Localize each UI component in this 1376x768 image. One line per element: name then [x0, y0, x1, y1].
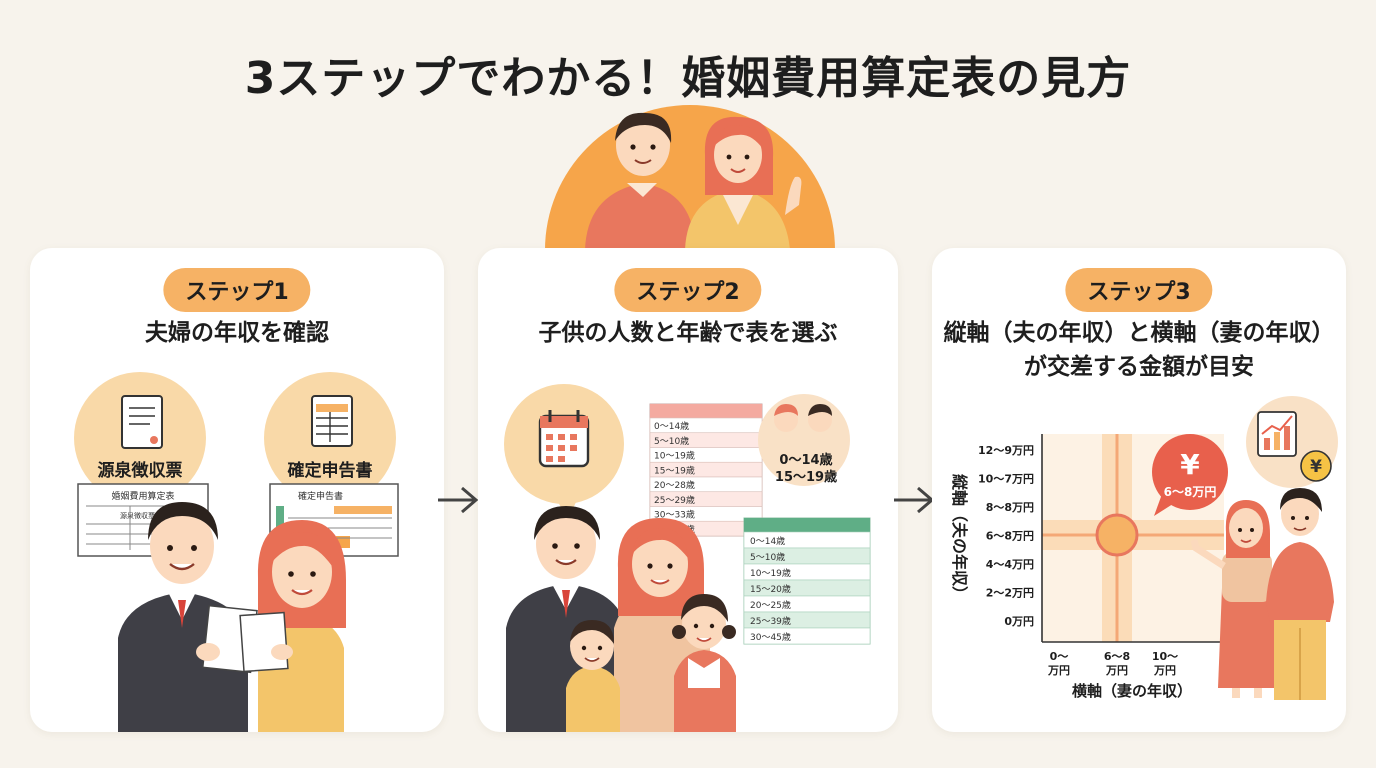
step3-badge: ステップ3 [1065, 268, 1213, 312]
age-range-label: 0〜14歳 [654, 420, 689, 432]
age-range-label: 10〜19歳 [654, 450, 695, 462]
y-tick-label: 10〜7万円 [978, 473, 1034, 486]
age-range-label: 20〜28歳 [654, 479, 695, 491]
x-tick-label: 0〜 [1050, 650, 1069, 663]
x-tick-unit: 万円 [1105, 664, 1128, 677]
x-axis-label: 横軸（妻の年収） [1072, 682, 1192, 700]
age-range-label: 5〜10歳 [654, 435, 689, 447]
age-range-label: 25〜39歳 [750, 615, 791, 627]
y-axis-label: 縦軸（夫の年収） [950, 474, 969, 602]
man-standing-illustration [1266, 488, 1334, 700]
step2-illustration: 0〜14歳 5〜10歳 10〜19歳 15〜19歳 20〜28歳 25〜29歳 30〜33歳… [504, 384, 871, 732]
form2-title: 確定申告書 [298, 490, 343, 502]
doc2-label: 確定申告書 [288, 460, 373, 481]
y-tick-label: 8〜8万円 [986, 501, 1034, 514]
arrow-right-icon [894, 486, 935, 514]
spreadsheet-icon [311, 395, 353, 447]
calendar-icon [538, 410, 590, 468]
y-axis-ticks: 12〜9万円 10〜7万円 8〜8万円 6〜8万円 4〜4万円 2〜2万円 0万円 [978, 444, 1034, 628]
step3-heading-line1: 縦軸（夫の年収）と横軸（妻の年収） [943, 320, 1335, 346]
age-table-2-rows: 0〜14歳 5〜10歳 10〜19歳 15〜20歳 20〜25歳 25〜39歳 30〜45歳 [743, 531, 871, 645]
intersection-marker [1095, 513, 1139, 557]
kids-age-line1: 0〜14歳 [779, 452, 832, 468]
doc1-label: 源泉徴収票 [98, 460, 183, 481]
age-range-label: 25〜29歳 [654, 494, 695, 506]
bubble-amount: 6〜8万円 [1164, 485, 1217, 499]
age-range-label: 15〜19歳 [654, 464, 695, 476]
age-range-label: 20〜25歳 [750, 599, 791, 611]
x-tick-label: 10〜 [1152, 650, 1178, 663]
age-range-label: 10〜19歳 [750, 567, 791, 579]
step1-heading: 夫婦の年収を確認 [145, 320, 329, 346]
y-tick-label: 0万円 [1004, 615, 1034, 628]
step1-illustration: 源泉徴収票 確定申告書 婚姻費用算定表 源泉徴収票 確定申告書 [74, 372, 399, 732]
age-range-label: 30〜33歳 [654, 509, 695, 521]
y-tick-label: 12〜9万円 [978, 444, 1034, 457]
step3-heading-line2: が交差する金額が目安 [1024, 354, 1254, 380]
step2-badge: ステップ2 [614, 268, 762, 312]
form1-row: 源泉徴収票 [120, 511, 155, 520]
hero-couple-illustration [545, 105, 835, 250]
growth-chart-icon [1257, 411, 1297, 457]
age-range-label: 0〜14歳 [750, 535, 785, 547]
kids-age-line2: 15〜19歳 [775, 469, 837, 485]
age-range-label: 15〜20歳 [750, 583, 791, 595]
daughter-illustration [672, 594, 736, 732]
table-row [743, 627, 871, 645]
y-tick-label: 6〜8万円 [986, 530, 1034, 543]
step1-card: ステップ1 夫婦の年収を確認 源泉徴収票 確定申告書 婚姻費用算定表 [30, 248, 444, 732]
x-tick-unit: 万円 [1047, 664, 1070, 677]
x-tick-label: 6〜8 [1104, 650, 1130, 663]
x-tick-unit: 万円 [1153, 664, 1176, 677]
son-illustration [566, 620, 620, 732]
children-icon [774, 404, 832, 432]
step1-badge: ステップ1 [163, 268, 311, 312]
y-tick-label: 4〜4万円 [986, 558, 1034, 571]
page-title: 3ステップでわかる！婚姻費用算定表の見方 [244, 53, 1132, 104]
arrow-right-icon [438, 486, 479, 514]
yen-symbol: ¥ [1180, 448, 1200, 481]
amount-bubble: ¥ 6〜8万円 [1152, 434, 1228, 516]
step2-heading: 子供の人数と年齢で表を選ぶ [538, 320, 838, 346]
step3-card: ステップ3 縦軸（夫の年収）と横軸（妻の年収） が交差する金額が目安 12〜9万… [932, 248, 1346, 732]
woman-illustration [239, 520, 346, 732]
age-range-label: 30〜45歳 [750, 631, 791, 643]
step2-card: ステップ2 子供の人数と年齢で表を選ぶ 0〜14歳 5〜10歳 10〜19歳 15〜1… [478, 248, 898, 732]
age-range-label: 5〜10歳 [750, 551, 785, 563]
step3-heading: 縦軸（夫の年収）と横軸（妻の年収） が交差する金額が目安 [932, 316, 1346, 384]
woman-pointing-illustration [1190, 500, 1278, 698]
y-tick-label: 2〜2万円 [986, 587, 1034, 600]
form1-title: 婚姻費用算定表 [111, 490, 174, 502]
document-icon [121, 395, 163, 449]
yen-coin-icon: ¥ [1300, 450, 1332, 482]
coin-symbol: ¥ [1310, 457, 1322, 477]
